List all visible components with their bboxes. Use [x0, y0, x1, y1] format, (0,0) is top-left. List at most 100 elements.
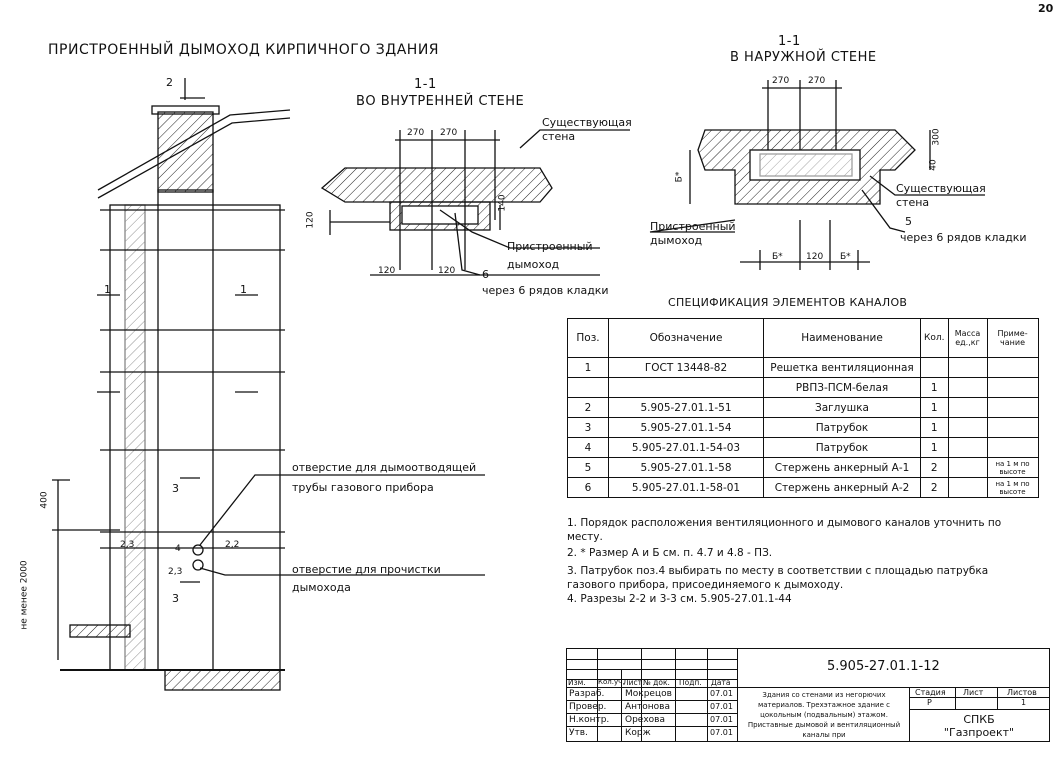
dim-400: 400: [39, 491, 50, 509]
spec-cell: [947, 437, 988, 458]
mark-4: 4: [175, 544, 181, 554]
spec-cell: [986, 397, 1039, 418]
date-developer: 07.01: [710, 689, 733, 698]
mark-section-1b: 1: [240, 283, 247, 296]
page-number: 20: [1038, 2, 1054, 15]
inner-section-code: 1-1: [414, 77, 437, 92]
outer-chimney-label: Пристроенный дымоход: [650, 220, 736, 247]
callout-cleanout-opening: отверстие для прочистки дымохода: [292, 563, 441, 594]
spec-cell: 5.905-27.01.1-51: [608, 397, 764, 418]
spec-cell: [947, 477, 988, 498]
spec-cell: 5.905-27.01.1-58: [608, 457, 764, 478]
drawing-description: Здания со стенами из негорючих материало…: [747, 691, 901, 739]
date-checker: 07.01: [710, 702, 733, 711]
inner-dim-3: 140: [497, 194, 508, 212]
note-1: 1. Порядок расположения вентиляционного …: [567, 517, 1002, 543]
spec-cell: 1: [920, 377, 949, 398]
inner-dim-2: 270: [440, 128, 458, 138]
inner-mark: 6: [482, 268, 489, 281]
spec-cell: 2: [920, 457, 949, 478]
spec-cell: на 1 м по высоте: [986, 457, 1039, 478]
spec-cell: 1: [567, 357, 609, 378]
spec-cell: Стержень анкерный А-2: [763, 477, 921, 498]
role-checker: Провер.: [569, 702, 607, 712]
spec-cell: Патрубок: [763, 437, 921, 458]
mark-section-3a: 3: [172, 482, 179, 495]
callout-flue-opening: отверстие для дымоотводящей трубы газово…: [292, 461, 477, 494]
spec-cell: [608, 377, 764, 398]
outer-dim-5: 120: [806, 252, 824, 262]
name-checker: Антонова: [625, 702, 670, 712]
note-2: 2. * Размер А и Б см. п. 4.7 и 4.8 - ПЗ.: [567, 547, 773, 559]
spec-cell: ГОСТ 13448-82: [608, 357, 764, 378]
inner-section-title: ВО ВНУТРЕННЕЙ СТЕНЕ: [356, 94, 525, 109]
spec-cell: 3: [567, 417, 609, 438]
role-developer: Разраб.: [569, 689, 605, 699]
mark-section-3b: 3: [172, 592, 179, 605]
spec-cell: 1: [920, 397, 949, 418]
mark-2-3: 2,3: [168, 567, 183, 577]
spec-header-designation: Обозначение: [608, 318, 764, 358]
date-approver: 07.01: [710, 728, 733, 737]
outer-dim-8: Б*: [840, 252, 851, 262]
spec-cell: [567, 377, 609, 398]
mark-2-3b: 2,3: [120, 540, 135, 550]
spec-cell: [986, 437, 1039, 458]
outer-mark: 5: [905, 215, 912, 228]
spec-title: СПЕЦИФИКАЦИЯ ЭЛЕМЕНТОВ КАНАЛОВ: [668, 296, 908, 309]
spec-header-mass: Масса ед.,кг: [947, 318, 988, 358]
outer-existing-wall-label: Существующая стена: [896, 182, 986, 209]
stamp-col-change: Изм.: [568, 678, 586, 687]
spec-cell: Решетка вентиляционная: [763, 357, 921, 378]
stage-label: Стадия: [915, 688, 946, 697]
spec-cell: 4: [567, 437, 609, 458]
spec-cell: [947, 357, 988, 378]
note-4: 4. Разрезы 2-2 и 3-3 см. 5.905-27.01.1-4…: [567, 593, 792, 605]
outer-dim-1: 270: [772, 76, 790, 86]
spec-cell: 5.905-27.01.1-54-03: [608, 437, 764, 458]
stamp-col-sign: Подп.: [679, 678, 702, 687]
outer-dim-2: 270: [808, 76, 826, 86]
spec-cell: [920, 357, 949, 378]
stage-value: Р: [927, 698, 932, 707]
stamp-col-qty: Кол.уч.: [598, 678, 625, 686]
inner-dim-4: 120: [378, 266, 396, 276]
mark-2-2: 2,2: [225, 540, 240, 550]
spec-cell: на 1 м по высоте: [986, 477, 1039, 498]
spec-cell: [947, 417, 988, 438]
notes: 1. Порядок расположения вентиляционного …: [567, 516, 1017, 606]
spec-cell: [947, 397, 988, 418]
inner-dim-1: 270: [407, 128, 425, 138]
outer-section-title: В НАРУЖНОЙ СТЕНЕ: [730, 50, 877, 65]
spec-cell: 5.905-27.01.1-58-01: [608, 477, 764, 498]
sheets-value: 1: [1021, 698, 1027, 707]
spec-cell: Патрубок: [763, 417, 921, 438]
spec-cell: Стержень анкерный А-1: [763, 457, 921, 478]
inner-chimney-label: Пристроенный дымоход: [507, 240, 593, 271]
role-approver: Утв.: [569, 728, 588, 738]
outer-dim-4: 300: [931, 128, 942, 146]
inner-dim-6: 120: [305, 211, 316, 229]
outer-dim-7: Б*: [772, 252, 783, 262]
spec-table: Поз. Обозначение Наименование Кол. Масса…: [567, 318, 1039, 498]
title-block: 5.905-27.01.1-12 Изм. Кол.уч. Лист № док…: [566, 648, 1050, 742]
name-developer: Мокрецов: [625, 689, 672, 699]
stamp-col-date: Дата: [711, 678, 731, 687]
inner-dim-5: 120: [438, 266, 456, 276]
name-norm-control: Орехова: [625, 715, 665, 725]
outer-section-code: 1-1: [778, 34, 801, 49]
spec-header-name: Наименование: [763, 318, 921, 358]
main-title: ПРИСТРОЕННЫЙ ДЫМОХОД КИРПИЧНОГО ЗДАНИЯ: [48, 42, 440, 58]
spec-cell: 2: [920, 477, 949, 498]
spec-cell: 6: [567, 477, 609, 498]
role-norm-control: Н.контр.: [569, 715, 610, 725]
doc-code: 5.905-27.01.1-12: [827, 659, 940, 674]
spec-header-note: Приме-чание: [986, 318, 1039, 358]
